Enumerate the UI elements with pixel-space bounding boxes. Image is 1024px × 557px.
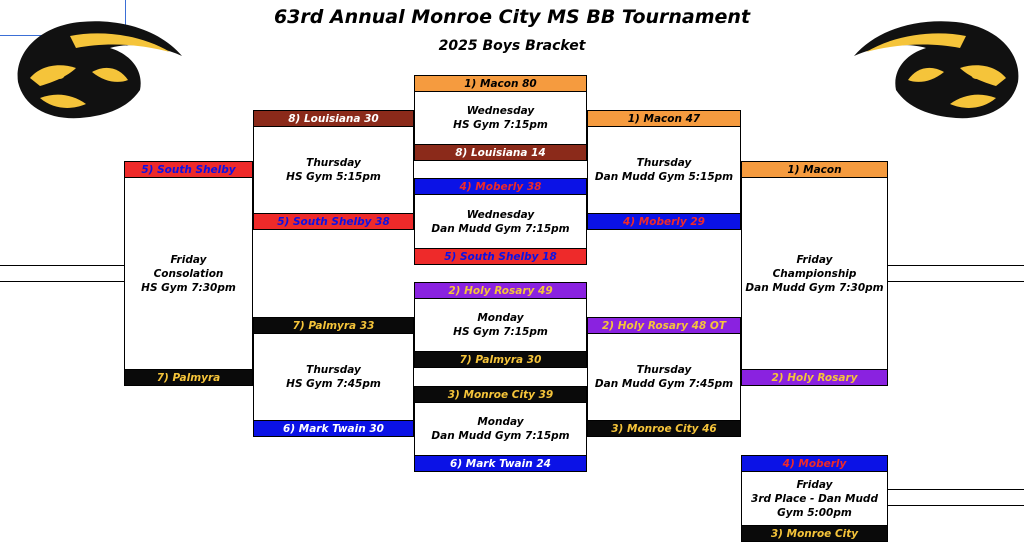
wed-b-place: Dan Mudd Gym 7:15pm: [431, 222, 570, 235]
third-day: Friday: [796, 478, 833, 491]
game-thu-r1: [587, 110, 741, 230]
page-subtitle: 2025 Boys Bracket: [438, 38, 586, 54]
mon-a-bottom-team: 7) Palmyra 30: [414, 351, 587, 368]
wed-b-info: Wednesday Dan Mudd Gym 7:15pm: [414, 195, 587, 248]
consolation-place: HS Gym 7:30pm: [141, 281, 236, 294]
wed-a-place: HS Gym 7:15pm: [453, 119, 548, 131]
mon-a-day: Monday: [477, 312, 524, 324]
thu-l2-top-team: 7) Palmyra 33: [253, 317, 414, 334]
wed-a-top-team: 1) Macon 80: [414, 75, 587, 92]
third-place-right-connector: [886, 489, 1024, 506]
consolation-round: Consolation: [153, 267, 224, 280]
thu-l1-bottom-team: 5) South Shelby 38: [253, 213, 414, 230]
wed-b-bottom-team: 5) South Shelby 18: [414, 248, 587, 265]
mon-a-place: HS Gym 7:15pm: [453, 326, 548, 338]
consolation-top-team: 5) South Shelby: [124, 161, 253, 178]
thu-l2-info: Thursday HS Gym 7:45pm: [253, 334, 414, 420]
mon-a-top-team: 2) Holy Rosary 49: [414, 282, 587, 299]
mon-b-place: Dan Mudd Gym 7:15pm: [431, 430, 570, 442]
third-round: 3rd Place - Dan Mudd: [751, 492, 878, 505]
thu-r1-day: Thursday: [636, 157, 692, 169]
thu-r1-info: Thursday Dan Mudd Gym 5:15pm: [587, 127, 741, 213]
mon-a-info: Monday HS Gym 7:15pm: [414, 299, 587, 351]
wed-b-top-team: 4) Moberly 38: [414, 178, 587, 195]
wed-a-bottom-team: 8) Louisiana 14: [414, 144, 587, 161]
panther-head-icon: [17, 21, 183, 119]
consolation-day: Friday: [170, 253, 207, 266]
thu-r2-info: Thursday Dan Mudd Gym 7:45pm: [587, 334, 741, 420]
championship-bottom-team: 2) Holy Rosary: [741, 369, 888, 386]
thu-r1-place: Dan Mudd Gym 5:15pm: [594, 171, 734, 183]
thu-r2-day: Thursday: [636, 364, 692, 376]
page-title: 63rd Annual Monroe City MS BB Tournament: [273, 6, 751, 28]
championship-round: Championship: [772, 267, 857, 280]
panther-head-icon: [854, 21, 1019, 119]
championship-place: Dan Mudd Gym 7:30pm: [745, 281, 884, 294]
wed-a-day: Wednesday: [466, 105, 535, 117]
thu-r2-place: Dan Mudd Gym 7:45pm: [594, 378, 734, 390]
wed-b-day: Wednesday: [466, 208, 535, 221]
mon-b-top-team: 3) Monroe City 39: [414, 386, 587, 403]
championship-day: Friday: [796, 253, 833, 266]
thu-r1-bottom-team: 4) Moberly 29: [587, 213, 741, 230]
mon-b-day: Monday: [477, 416, 524, 428]
thu-r2-bottom-team: 3) Monroe City 46: [587, 420, 741, 437]
consolation-bottom-team: 7) Palmyra: [124, 369, 253, 386]
mon-b-info: Monday Dan Mudd Gym 7:15pm: [414, 403, 587, 455]
thu-l2-day: Thursday: [306, 364, 361, 376]
game-thu-r2: [587, 317, 741, 437]
third-place: Gym 5:00pm: [777, 506, 852, 519]
consolation-info: Friday Consolation HS Gym 7:30pm: [124, 178, 253, 369]
third-top-team: 4) Moberly: [741, 455, 888, 472]
thu-l1-place: HS Gym 5:15pm: [286, 171, 381, 183]
third-info: Friday 3rd Place - Dan Mudd Gym 5:00pm: [741, 472, 888, 525]
thu-l1-day: Thursday: [306, 157, 361, 169]
thu-l2-place: HS Gym 7:45pm: [286, 378, 381, 390]
championship-info: Friday Championship Dan Mudd Gym 7:30pm: [741, 178, 888, 369]
championship-top-team: 1) Macon: [741, 161, 888, 178]
thu-r2-top-team: 2) Holy Rosary 48 OT: [587, 317, 741, 334]
mon-b-bottom-team: 6) Mark Twain 24: [414, 455, 587, 472]
thu-l1-top-team: 8) Louisiana 30: [253, 110, 414, 127]
third-bottom-team: 3) Monroe City: [741, 525, 888, 542]
game-consolation: [124, 161, 253, 386]
thu-r1-top-team: 1) Macon 47: [587, 110, 741, 127]
thu-l1-info: Thursday HS Gym 5:15pm: [253, 127, 414, 213]
thu-l2-bottom-team: 6) Mark Twain 30: [253, 420, 414, 437]
championship-right-connector: [886, 265, 1024, 282]
wed-a-info: Wednesday HS Gym 7:15pm: [414, 92, 587, 144]
consolation-left-connector: [0, 265, 126, 282]
